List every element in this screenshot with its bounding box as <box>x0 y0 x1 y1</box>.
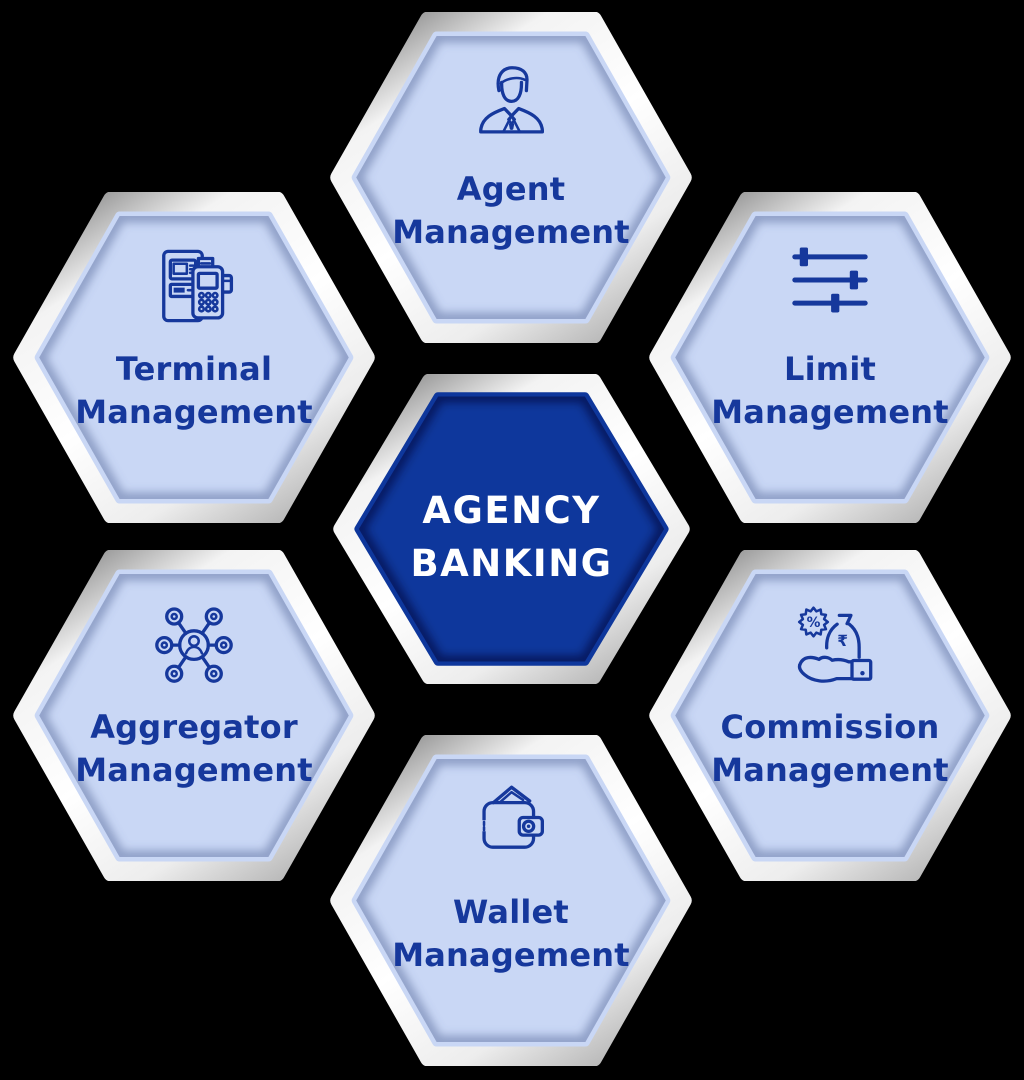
label-line-1: Wallet <box>453 893 569 931</box>
label-line-1: Agent <box>456 170 566 208</box>
hexagon-label: Agent Management <box>330 168 692 254</box>
label-line-1: Commission <box>720 708 940 746</box>
hexagon-label: Aggregator Management <box>13 706 375 792</box>
title-line-2: BANKING <box>410 542 613 585</box>
hexagon-agent-management: Agent Management <box>330 12 692 343</box>
hexagon-label: Limit Management <box>649 348 1011 434</box>
hexagon-label: Terminal Management <box>13 348 375 434</box>
label-line-1: Aggregator <box>90 708 298 746</box>
hexagon-shape <box>13 550 375 881</box>
network-hub-icon <box>155 607 233 683</box>
hexagon-label: Commission Management <box>649 706 1011 792</box>
label-line-2: Management <box>75 393 313 431</box>
hexagon-shape <box>649 550 1011 881</box>
hexagon-limit-management: Limit Management <box>649 192 1011 523</box>
hexagon-label: Wallet Management <box>330 891 692 977</box>
hexagon-shape <box>330 12 692 343</box>
hexagon-commission-management: % ₹ Commission Management <box>649 550 1011 881</box>
label-line-2: Management <box>75 751 313 789</box>
label-line-2: Management <box>711 751 949 789</box>
diagram-center-title: AGENCY BANKING <box>333 484 690 590</box>
title-line-1: AGENCY <box>422 489 601 532</box>
wallet-icon <box>482 785 544 849</box>
hexagon-shape <box>13 192 375 523</box>
hexagon-shape <box>333 374 690 684</box>
agent-icon <box>479 66 544 134</box>
label-line-2: Management <box>392 936 630 974</box>
hexagon-terminal-management: Terminal Management <box>13 192 375 523</box>
hexagon-aggregator-management: Aggregator Management <box>13 550 375 881</box>
svg-text:%: % <box>807 615 821 631</box>
label-line-2: Management <box>711 393 949 431</box>
sliders-icon <box>792 247 868 313</box>
commission-hand-icon: % ₹ <box>797 606 873 683</box>
hexagon-agency-banking: AGENCY BANKING <box>333 374 690 684</box>
label-line-2: Management <box>392 213 630 251</box>
label-line-1: Terminal <box>115 350 273 388</box>
hexagon-wallet-management: Wallet Management <box>330 735 692 1066</box>
hexagon-shape <box>330 735 692 1066</box>
pos-terminal-icon <box>162 249 234 323</box>
label-line-1: Limit <box>784 350 876 388</box>
hexagon-shape <box>649 192 1011 523</box>
svg-text:₹: ₹ <box>837 632 848 650</box>
